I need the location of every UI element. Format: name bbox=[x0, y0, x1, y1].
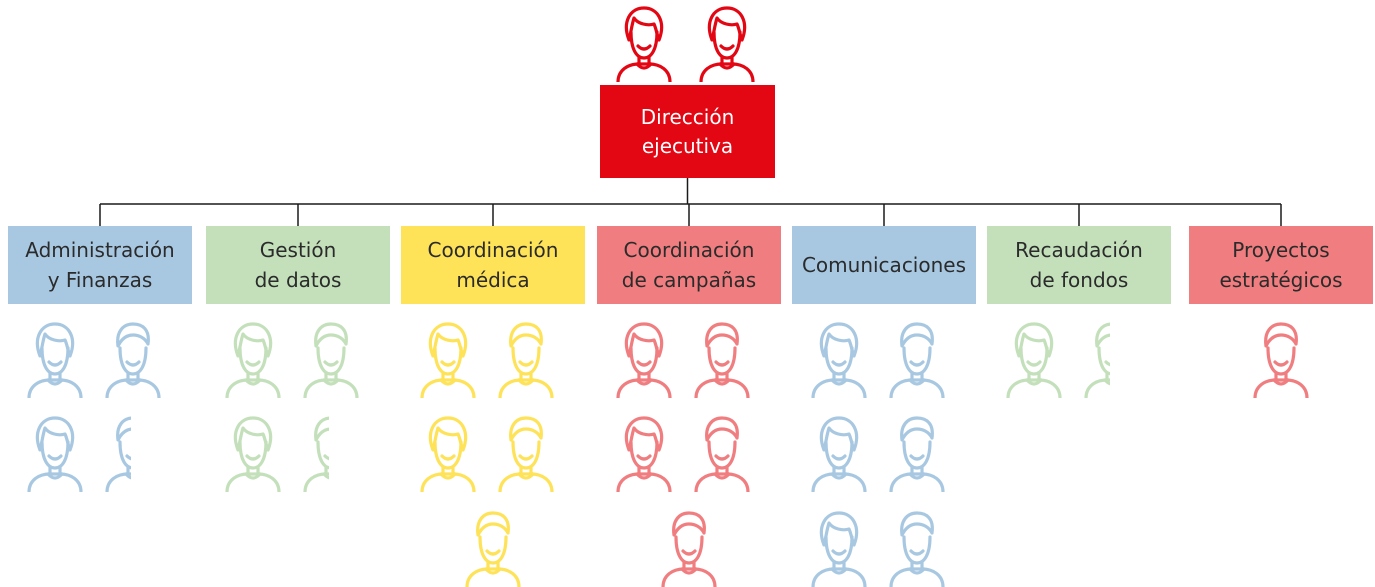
root-node-direccion-ejecutiva: Dirección ejecutiva bbox=[600, 85, 775, 178]
root-label-line2: ejecutiva bbox=[641, 133, 734, 158]
woman-person-icon bbox=[612, 412, 676, 492]
man-person-icon bbox=[101, 318, 165, 398]
man-person-icon bbox=[885, 412, 949, 492]
woman-person-icon bbox=[807, 412, 871, 492]
man-person-icon bbox=[885, 318, 949, 398]
woman-person-icon bbox=[612, 318, 676, 398]
woman-person-icon bbox=[221, 318, 285, 398]
woman-person-icon bbox=[416, 412, 480, 492]
woman-person-icon bbox=[695, 2, 759, 82]
dept-label-line2: y Finanzas bbox=[47, 268, 153, 292]
man-person-icon bbox=[461, 507, 525, 587]
dept-label-line2: estratégicos bbox=[1219, 268, 1343, 292]
root-label-line1: Dirección bbox=[640, 104, 735, 129]
man-person-icon bbox=[1249, 318, 1313, 398]
woman-person-icon bbox=[807, 318, 871, 398]
man-person-icon bbox=[101, 412, 131, 492]
dept-label-line1: Comunicaciones bbox=[801, 253, 967, 277]
woman-person-icon bbox=[612, 2, 676, 82]
woman-person-icon bbox=[23, 318, 87, 398]
woman-person-icon bbox=[1002, 318, 1066, 398]
dept-label-line2: de datos bbox=[254, 268, 342, 292]
man-person-icon bbox=[299, 318, 363, 398]
dept-node-proyectos-estrategicos: Proyectos estratégicos bbox=[1189, 226, 1373, 304]
man-person-icon bbox=[690, 318, 754, 398]
man-person-icon bbox=[299, 412, 329, 492]
dept-node-coordinacion-campanas: Coordinación de campañas bbox=[597, 226, 781, 304]
dept-node-gestion-datos: Gestión de datos bbox=[206, 226, 390, 304]
dept-label-line1: Proyectos bbox=[1232, 238, 1330, 262]
dept-label-line1: Coordinación bbox=[427, 238, 559, 262]
dept-node-recaudacion-fondos: Recaudación de fondos bbox=[987, 226, 1171, 304]
woman-person-icon bbox=[807, 507, 871, 587]
dept-label-line2: médica bbox=[456, 268, 530, 292]
man-person-icon bbox=[885, 507, 949, 587]
dept-node-comunicaciones: Comunicaciones bbox=[792, 226, 976, 304]
woman-person-icon bbox=[23, 412, 87, 492]
dept-label-line1: Gestión bbox=[259, 238, 337, 262]
dept-label-line1: Recaudación bbox=[1015, 238, 1143, 262]
woman-person-icon bbox=[416, 318, 480, 398]
dept-node-coordinacion-medica: Coordinación médica bbox=[401, 226, 585, 304]
dept-label-line1: Administración bbox=[25, 238, 175, 262]
woman-person-icon bbox=[221, 412, 285, 492]
dept-node-administracion-finanzas: Administración y Finanzas bbox=[8, 226, 192, 304]
dept-label-line2: de fondos bbox=[1029, 268, 1129, 292]
man-person-icon bbox=[1080, 318, 1110, 398]
man-person-icon bbox=[494, 318, 558, 398]
man-person-icon bbox=[690, 412, 754, 492]
dept-label-line1: Coordinación bbox=[623, 238, 755, 262]
dept-label-line2: de campañas bbox=[621, 268, 757, 292]
man-person-icon bbox=[657, 507, 721, 587]
man-person-icon bbox=[494, 412, 558, 492]
